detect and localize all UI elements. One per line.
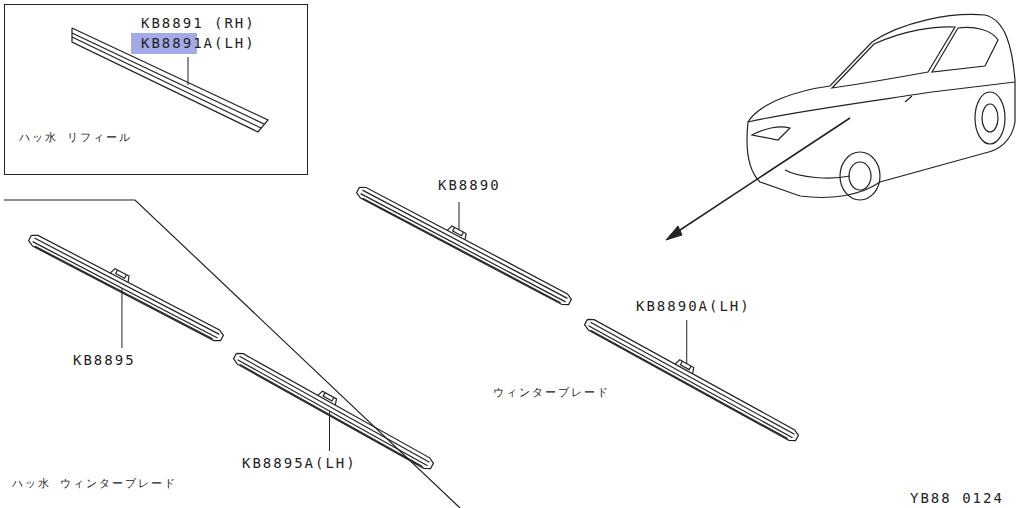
arrow-head	[666, 226, 682, 240]
car-illustration	[747, 14, 1015, 200]
part-number: KB8891A(LH)	[141, 35, 256, 52]
leader-line	[686, 320, 687, 364]
part-name: ウィンターブレード	[493, 386, 610, 399]
part-name: ハッ水 ウィンターブレード	[12, 477, 177, 490]
leader-line	[459, 202, 460, 230]
wiper-blade	[29, 235, 224, 340]
wiper-blade	[357, 187, 572, 304]
part-number: KB8891 (RH)	[141, 15, 256, 32]
pointer-arrow	[674, 118, 850, 234]
leader-line	[121, 288, 122, 348]
part-number: KB8890	[438, 177, 501, 194]
part-name: ハッ水 リフィール	[19, 131, 132, 144]
part-number: KB8895A(LH)	[242, 455, 357, 472]
divider-line	[4, 200, 460, 508]
part-number: KB8895	[73, 352, 136, 369]
part-number: YB88 0124	[910, 490, 1004, 507]
wiper-blade	[234, 353, 434, 468]
refill-strip	[72, 28, 268, 132]
part-number: KB8890A(LH)	[636, 298, 751, 315]
inset-box: KB8891 (RH) KB8891A(LH) ハッ水 リフィール	[4, 4, 308, 175]
wiper-blade	[585, 319, 799, 440]
leader-line	[188, 57, 189, 85]
leader-line	[329, 411, 330, 451]
